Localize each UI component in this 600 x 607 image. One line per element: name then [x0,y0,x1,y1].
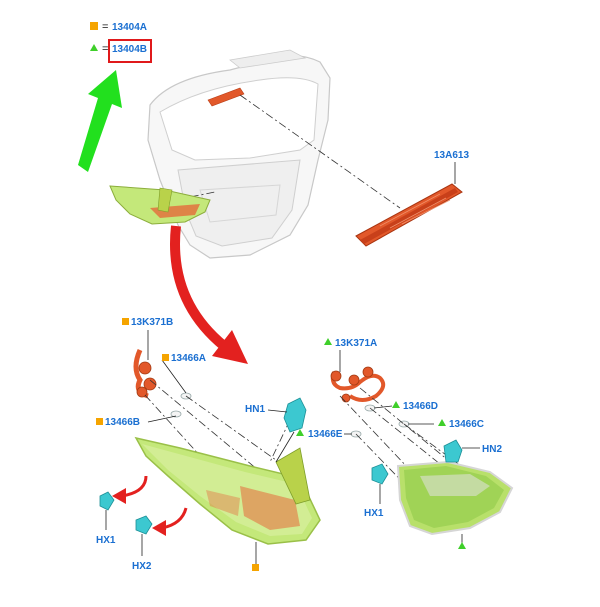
legend-square-eq: = [102,21,108,33]
green-arrow-icon [78,70,122,172]
label-hn2-right: HN2 [482,444,502,455]
legend: = 13404A = 13404B [90,21,152,63]
highlight-box [108,39,152,63]
label-13k371b: 13K371B [131,317,173,328]
label-13k371a: 13K371A [335,338,377,349]
label-13a613: 13A613 [434,150,469,161]
label-13466a: 13466A [171,353,206,364]
label-hn1-left: HN1 [245,404,265,415]
left-lamp-assembly: 13K371B 13466A 13466B HN1 HX1 HX2 [96,317,321,572]
right-lamp-assembly: 13K371A 13466D 13466C 13466E HN2 HX1 [296,338,514,549]
label-13466d: 13466D [403,401,438,412]
label-13466e: 13466E [308,429,343,440]
tail-lamp-small [109,185,211,225]
triangle-marker-icon [458,542,466,549]
high-mount-stop-lamp: 13A613 [355,150,469,247]
label-hx1-right: HX1 [364,508,384,519]
legend-triangle-code: 13404B [112,44,147,55]
legend-square-code: 13404A [112,22,147,33]
label-hx2-left: HX2 [132,561,152,572]
label-13466b: 13466B [105,417,140,428]
square-marker-icon [252,564,259,571]
red-curve-arrow-icon [170,225,248,364]
dash-line-lamp [239,94,401,209]
legend-triangle-eq: = [102,43,108,55]
square-marker-icon [90,22,98,30]
label-hx1-left: HX1 [96,535,116,546]
triangle-marker-icon [90,44,98,51]
label-13466c: 13466C [449,419,484,430]
